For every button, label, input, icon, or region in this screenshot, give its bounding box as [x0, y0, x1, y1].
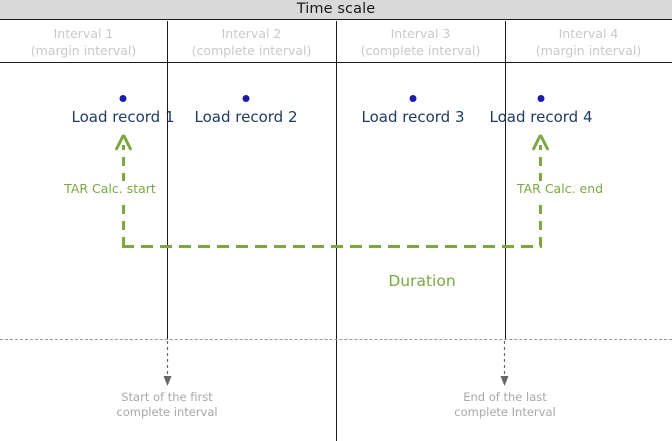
interval-3-type: (complete interval) [360, 42, 481, 58]
interval-header-3: Interval 3 (complete interval) [336, 21, 505, 62]
load-record-4-label: Load record 4 [489, 108, 593, 126]
interval-3-name: Interval 3 [390, 25, 451, 41]
tar-calc-end-label: TAR Calc. end [513, 181, 607, 198]
interval-header-1: Interval 1 (margin interval) [0, 21, 167, 62]
load-record-2-label: Load record 2 [194, 108, 298, 126]
end-of-last-complete-interval-caption: End of the last complete Interval [454, 390, 555, 420]
load-record-dot-icon [537, 95, 545, 102]
start-caption-line-1: Start of the first [121, 390, 213, 404]
load-record-3: Load record 3 [361, 95, 465, 126]
load-record-1-label: Load record 1 [71, 108, 175, 126]
load-record-dot-icon [409, 95, 417, 102]
page-title: Time scale [296, 1, 376, 18]
load-record-3-label: Load record 3 [361, 108, 465, 126]
end-marker-arrowhead-icon [500, 376, 509, 386]
time-scale-title-bar: Time scale [0, 0, 672, 20]
end-caption-line-1: End of the last [463, 390, 547, 404]
interval-2-type: (complete interval) [191, 42, 312, 58]
interval-4-name: Interval 4 [558, 25, 619, 41]
interval-divider-2 [336, 21, 337, 441]
load-record-dot-icon [242, 95, 250, 102]
start-marker-arrowhead-icon [163, 376, 172, 386]
interval-2-name: Interval 2 [221, 25, 282, 41]
interval-header-row: Interval 1 (margin interval) Interval 2 … [0, 21, 672, 62]
tar-calc-start-label: TAR Calc. start [61, 181, 159, 198]
load-record-1: Load record 1 [71, 95, 175, 126]
interval-header-4: Interval 4 (margin interval) [505, 21, 672, 62]
interval-1-name: Interval 1 [53, 25, 114, 41]
interval-header-2: Interval 2 (complete interval) [167, 21, 336, 62]
interval-divider-3 [505, 21, 506, 339]
duration-label: Duration [388, 272, 456, 290]
bottom-separator [0, 339, 672, 340]
load-record-2: Load record 2 [194, 95, 298, 126]
tar-calc-start-arrowhead-icon [114, 134, 133, 151]
tar-calc-end-arrowhead-icon [531, 134, 550, 151]
start-of-first-complete-interval-caption: Start of the first complete interval [116, 390, 217, 420]
start-caption-line-2: complete interval [116, 405, 218, 419]
interval-divider-1 [167, 21, 168, 339]
end-caption-line-2: complete Interval [454, 405, 556, 419]
interval-4-type: (margin interval) [535, 42, 642, 58]
load-record-4: Load record 4 [489, 95, 593, 126]
interval-1-type: (margin interval) [30, 42, 137, 58]
load-record-dot-icon [119, 95, 127, 102]
